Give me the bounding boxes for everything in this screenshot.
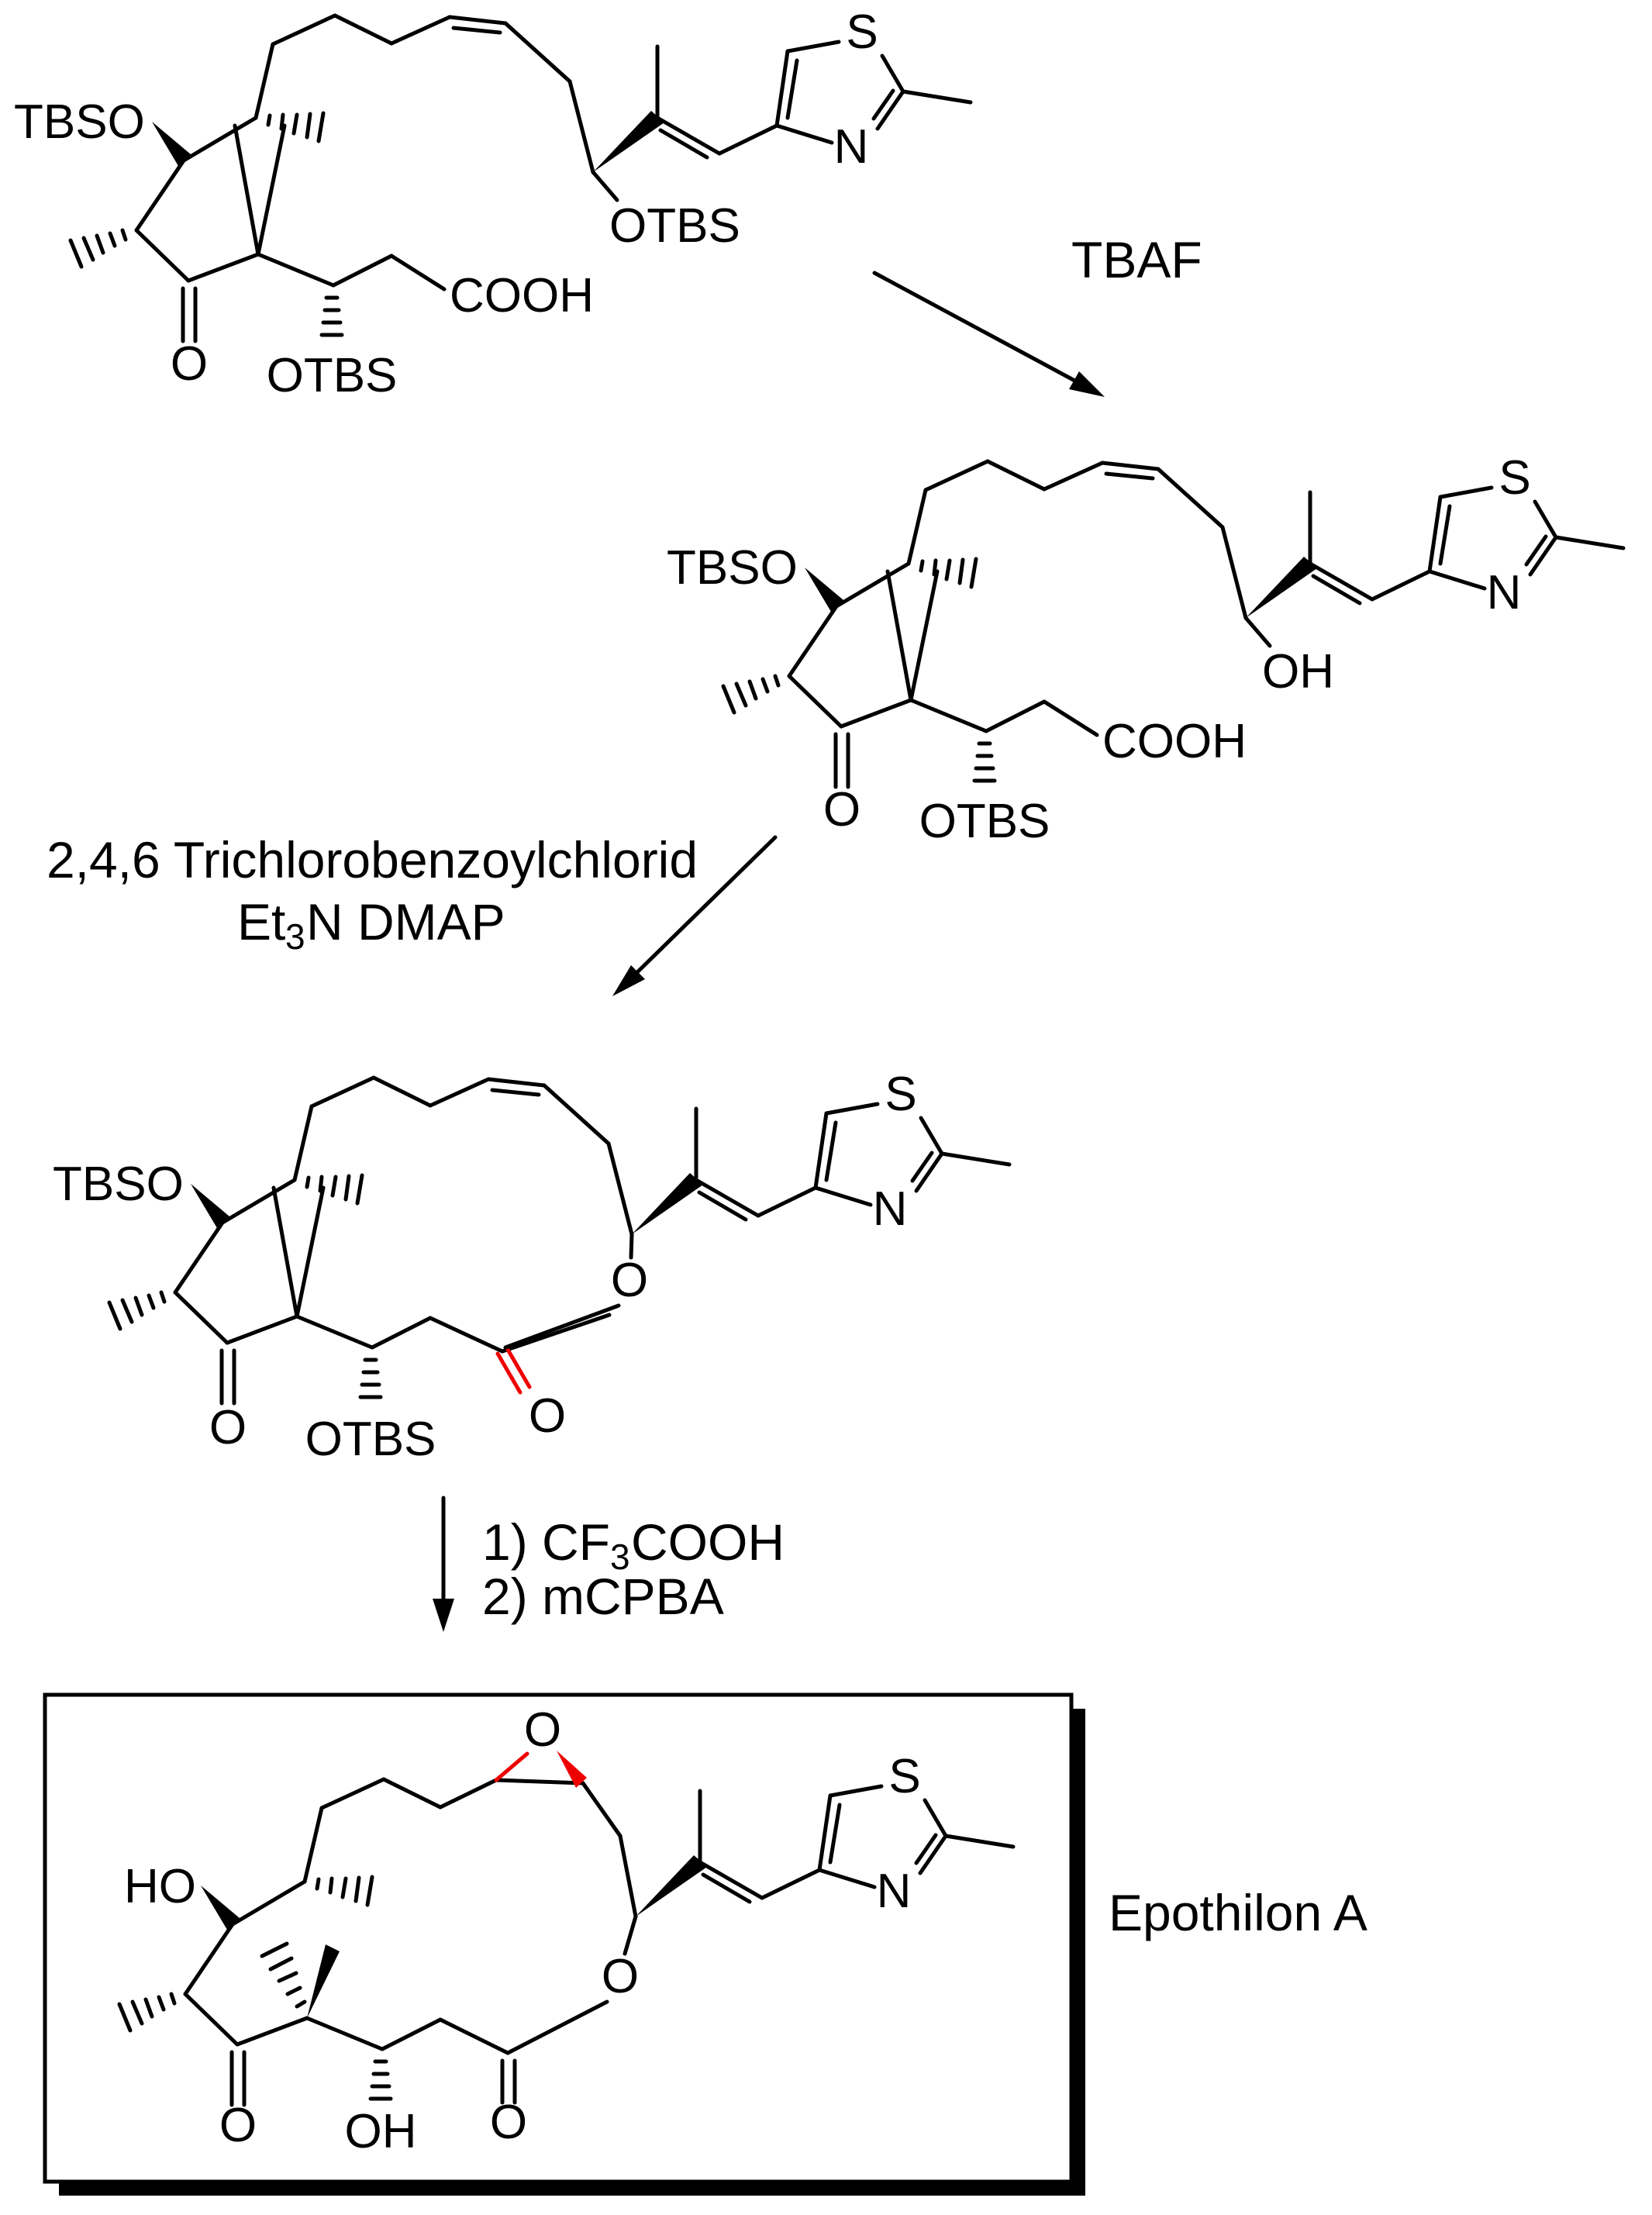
tbso-label: TBSO <box>14 95 145 149</box>
ketone-o-label: O <box>823 783 860 837</box>
epoxide-bond <box>494 1751 529 1782</box>
ketone-o-label: O <box>219 2099 257 2152</box>
structure-macrolactone-protected: TBSO O O O OTBS S N <box>53 1068 1009 1466</box>
tbso-label: TBSO <box>53 1158 184 1211</box>
ho-label: HO <box>124 1860 196 1913</box>
arrow-1-head <box>1069 371 1105 397</box>
step-2-reagent-line1: 2,4,6 Trichlorobenzoylchlorid <box>47 831 698 888</box>
step-1-reagent-label: TBAF <box>1071 231 1202 288</box>
thiazole-n-label: N <box>1487 566 1522 619</box>
otbs-c3-label: OTBS <box>267 349 398 402</box>
product-box <box>43 1692 1074 2184</box>
oh-c3-label: OH <box>345 2105 417 2158</box>
step-2-arrow-group: 2,4,6 Trichlorobenzoylchlorid Et 3 N DMA… <box>47 831 778 996</box>
thiazole-s-label: S <box>846 5 878 59</box>
otbs-allylic-label: OTBS <box>609 199 740 253</box>
otbs-c3-label: OTBS <box>919 795 1050 848</box>
product-name-caption: Epothilon A <box>1109 1884 1367 1941</box>
arrow-1-line <box>872 271 1081 385</box>
ketone-o-label: O <box>209 1401 247 1454</box>
cooh-label: COOH <box>1102 715 1247 768</box>
structure-3-core-bonds <box>109 1078 1009 1403</box>
epoxide-o-label: O <box>524 1703 561 1757</box>
arrow-2-line <box>633 835 778 976</box>
step-3-reagent-line1-subscript: 3 <box>610 1537 630 1577</box>
step-3-arrow-group: 1) CF 3 COOH 2) mCPBA <box>433 1496 785 1632</box>
cooh-label: COOH <box>450 269 594 323</box>
step-2-reagent-line2-rest: N DMAP <box>306 893 505 951</box>
ester-carbonyl-o-label: O <box>529 1389 566 1443</box>
ester-carbonyl-o-label: O <box>490 2096 527 2149</box>
product-box-group: HO O O O O OH S N <box>43 1692 1085 2196</box>
tbso-label: TBSO <box>667 541 798 595</box>
arrow-2-head <box>612 965 645 996</box>
step-3-reagent-line2: 2) mCPBA <box>482 1568 724 1625</box>
epoxide-wedge <box>557 1751 587 1788</box>
structure-seco-acid-protected: TBSO OTBS COOH O OTBS S N <box>14 5 971 402</box>
thiazole-n-label: N <box>873 1182 908 1236</box>
ketone-o-label: O <box>171 337 208 391</box>
arrow-3-head <box>433 1599 454 1632</box>
step-3-reagent-line1-rest: COOH <box>631 1513 785 1571</box>
thiazole-s-label: S <box>885 1068 916 1121</box>
structure-4-bonds <box>119 1751 1013 2105</box>
step-3-reagent-line1-main: 1) CF <box>482 1513 610 1571</box>
thiazole-n-label: N <box>834 120 869 174</box>
thiazole-s-label: S <box>888 1750 920 1803</box>
otbs-c3-label: OTBS <box>305 1413 436 1466</box>
thiazole-n-label: N <box>877 1865 912 1918</box>
thiazole-s-label: S <box>1499 451 1530 505</box>
structure-3-lactone-bonds <box>428 1232 634 1395</box>
structure-seco-acid-c15-oh: TBSO OH COOH O OTBS S N <box>667 451 1623 848</box>
step-2-reagent-line2-main: Et <box>237 893 285 951</box>
ester-o-label: O <box>611 1254 648 1307</box>
oh-allylic-label: OH <box>1262 645 1334 699</box>
step-1-arrow-group: TBAF <box>872 231 1202 397</box>
ester-o-label: O <box>602 1950 639 2003</box>
step-2-reagent-line2-subscript: 3 <box>285 916 305 957</box>
ester-carbonyl-double-bond <box>495 1346 532 1395</box>
